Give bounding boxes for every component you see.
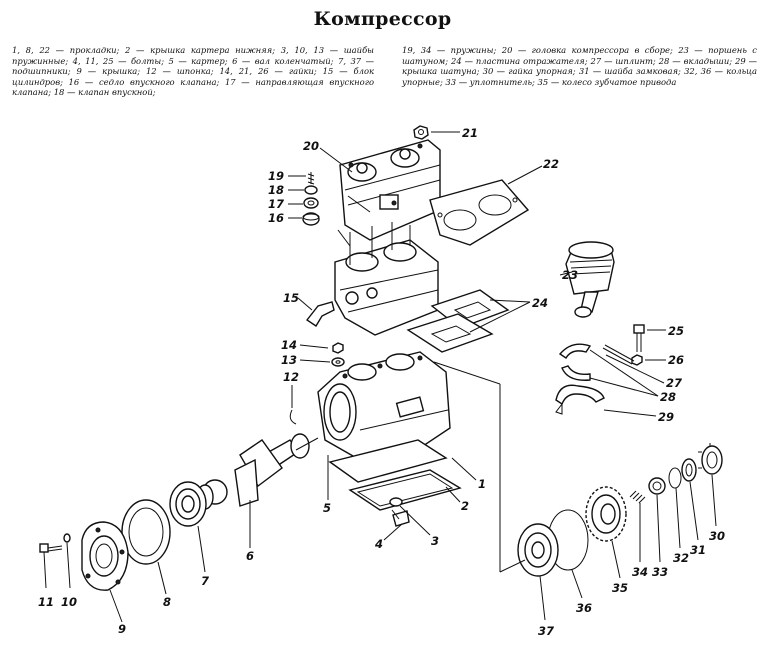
part-27-cotter-pin: [602, 344, 635, 365]
part-16-seat: [302, 212, 320, 226]
part-28-shell-upper: [558, 343, 592, 359]
part-5-crankcase: [317, 351, 451, 461]
callout-25: 25: [668, 324, 684, 338]
part-12-key: [289, 409, 297, 425]
part-10-washer: [63, 533, 71, 543]
legend-right: 19, 34 — пружины; 20 — головка компрессо…: [402, 45, 757, 87]
part-3-washer: [389, 497, 403, 507]
part-19-spring: [307, 172, 315, 185]
part-37-bearing: [517, 523, 559, 577]
callout-17: 17: [268, 197, 284, 211]
callout-33: 33: [652, 565, 668, 579]
part-6-crankshaft: [196, 433, 310, 510]
part-33-seal: [648, 477, 666, 495]
part-17-guide: [303, 197, 319, 209]
part-15-elbow: [305, 301, 335, 327]
part-14-nut: [332, 342, 344, 354]
callout-36: 36: [576, 601, 592, 615]
callout-27: 27: [666, 376, 682, 390]
callout-18: 18: [268, 183, 284, 197]
callout-31: 31: [690, 543, 706, 557]
part-8-gasket: [121, 499, 171, 565]
part-15-cylinder-block: [334, 222, 439, 336]
callout-30: 30: [709, 529, 725, 543]
callout-37: 37: [538, 624, 554, 638]
callout-5: 5: [323, 501, 331, 515]
callout-6: 6: [246, 549, 254, 563]
callout-20: 20: [303, 139, 319, 153]
callout-16: 16: [268, 211, 284, 225]
callout-21: 21: [462, 126, 478, 140]
part-11-bolt: [39, 543, 63, 553]
part-25-bolt: [633, 324, 645, 352]
callout-3: 3: [431, 534, 439, 548]
callout-11: 11: [38, 595, 54, 609]
part-4-bolt: [391, 509, 410, 527]
part-18-valve: [304, 185, 318, 195]
callout-23: 23: [562, 268, 578, 282]
callout-12: 12: [283, 370, 299, 384]
part-13-washer: [331, 357, 345, 367]
callout-9: 9: [118, 622, 126, 636]
part-28-shell-lower: [561, 365, 591, 381]
part-34-spring: [629, 490, 646, 504]
part-21-nut: [413, 125, 429, 140]
callout-2: 2: [461, 499, 469, 513]
part-22-gasket: [429, 179, 530, 246]
part-35-drive-gear: [585, 486, 627, 542]
callout-32: 32: [673, 551, 689, 565]
callout-35: 35: [612, 581, 628, 595]
callout-4: 4: [374, 537, 383, 551]
part-1-gasket: [328, 439, 448, 483]
part-24-plate-lower: [406, 313, 494, 353]
callout-10: 10: [61, 595, 77, 609]
callout-13: 13: [281, 353, 297, 367]
callout-14: 14: [281, 338, 297, 352]
callout-19: 19: [268, 169, 284, 183]
part-29-rod-cap: [555, 384, 605, 415]
part-31-lock-washer: [681, 458, 697, 482]
callout-7: 7: [201, 574, 209, 588]
callout-8: 8: [163, 595, 171, 609]
part-32-thrust-ring: [668, 467, 682, 489]
callout-1: 1: [478, 477, 486, 491]
callout-24: 24: [532, 296, 548, 310]
callout-29: 29: [658, 410, 674, 424]
legend-left: 1, 8, 22 — прокладки; 2 — крышка картера…: [12, 45, 374, 98]
callout-34: 34: [632, 565, 648, 579]
callout-15: 15: [283, 291, 299, 305]
part-23-piston: [565, 241, 615, 318]
page-title: Компрессор: [313, 8, 452, 30]
part-20-head: [339, 139, 441, 241]
part-7-bearing: [169, 481, 207, 527]
callout-26: 26: [668, 353, 684, 367]
callout-28: 28: [660, 390, 676, 404]
part-30-thrust-nut: [698, 443, 723, 475]
part-26-nut: [631, 354, 643, 366]
part-9-cover: [81, 521, 129, 591]
part-2-lower-cover: [348, 469, 462, 511]
callout-22: 22: [543, 157, 559, 171]
